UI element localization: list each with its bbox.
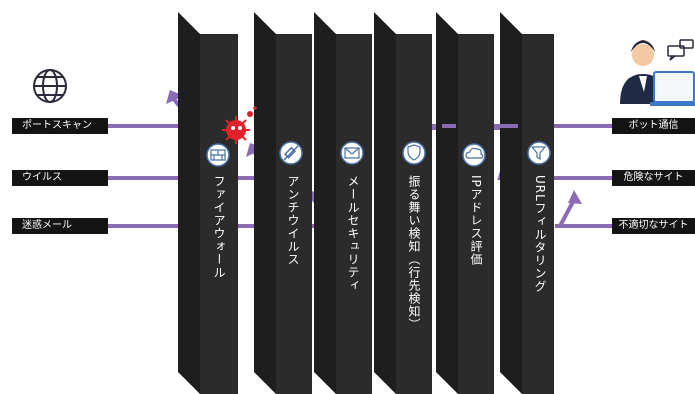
wall-antivirus (254, 12, 312, 394)
wall-label-firewall: ファイアウォール (212, 175, 226, 279)
globe-icon (33, 69, 67, 103)
user-at-computer-icon (620, 39, 695, 106)
wall-label-url-filtering: URLフィルタリング (533, 175, 547, 293)
wall-mail-security (314, 12, 372, 394)
flow-inappropriate (556, 197, 612, 228)
wall-url-filtering (500, 12, 554, 394)
wall-label-antivirus: アンチウイルス (286, 175, 300, 266)
firewall-icon (206, 143, 230, 167)
threat-label-dangerous-site: 危険なサイト (612, 170, 695, 186)
wall-ip-reputation (436, 12, 494, 394)
shield-icon (402, 141, 426, 165)
wall-label-behavior-detection: 振る舞い検知（行先検知） (407, 175, 421, 331)
wall-behavior-detection (374, 12, 432, 394)
syringe-icon (279, 141, 303, 165)
envelope-shield-icon (340, 141, 364, 165)
threat-label-port-scan: ポートスキャン (12, 118, 108, 134)
wall-label-ip-reputation: IPアドレス評価 (469, 175, 483, 266)
wall-firewall (178, 12, 238, 394)
cloud-database-icon (462, 143, 486, 167)
funnel-icon (527, 141, 551, 165)
wall-label-mail-security: メールセキュリティ (346, 175, 360, 292)
virus-icon (222, 106, 257, 144)
threat-label-bot: ボット通信 (612, 118, 695, 134)
threat-label-virus: ウイルス (12, 170, 108, 186)
threat-label-spam: 迷惑メール (12, 218, 108, 234)
threat-label-inappropriate-site: 不適切なサイト (612, 218, 695, 234)
